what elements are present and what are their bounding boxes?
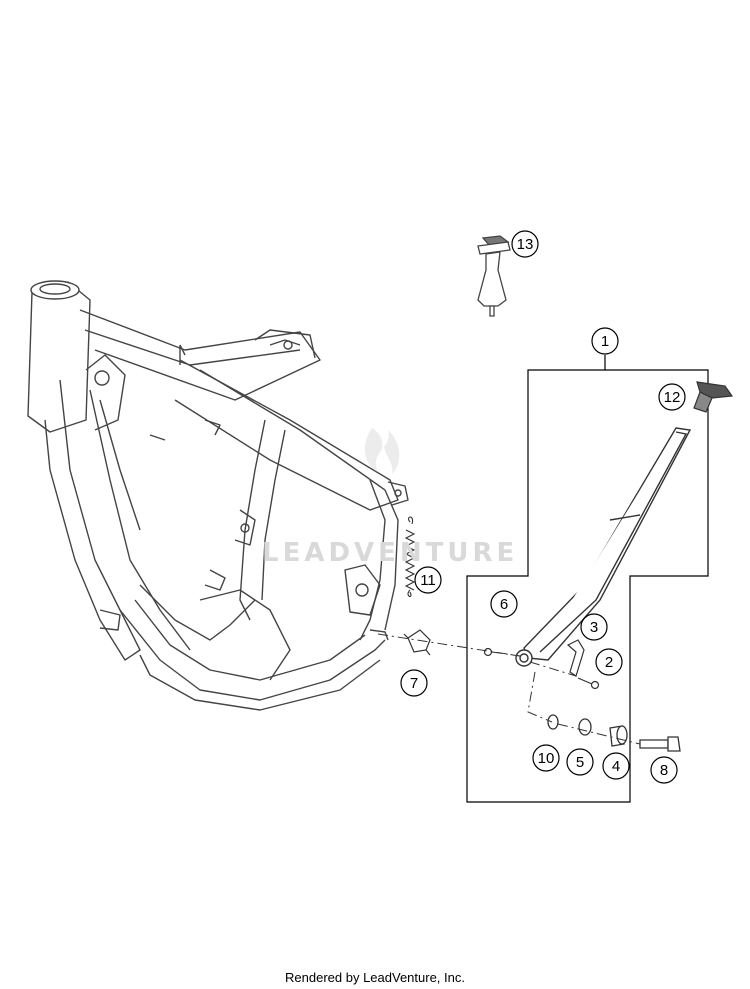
callout-6: 6 <box>490 590 518 618</box>
callout-12-label: 12 <box>664 389 681 406</box>
part-10-washer <box>547 714 559 730</box>
part-8-bolt <box>639 736 681 752</box>
part-6-screw <box>483 647 493 657</box>
callout-13-label: 13 <box>517 236 534 253</box>
callout-7: 7 <box>400 669 428 697</box>
callout-6-label: 6 <box>500 596 508 613</box>
callout-1: 1 <box>591 327 619 370</box>
motorcycle-frame <box>27 280 409 711</box>
callout-8: 8 <box>650 756 678 784</box>
callout-3-label: 3 <box>590 619 598 636</box>
part-3-bracket <box>566 639 585 677</box>
callout-10: 10 <box>532 744 560 772</box>
callout-3: 3 <box>580 613 608 641</box>
part-12-foot-pad <box>693 381 734 413</box>
side-stand-leg <box>515 427 692 667</box>
footer-credit: Rendered by LeadVenture, Inc. <box>285 970 465 985</box>
watermark-flame-icon <box>364 428 400 474</box>
part-2-bolt <box>577 677 600 690</box>
part-1-group-box <box>466 369 709 803</box>
part-13-tool <box>477 235 511 317</box>
callout-5-label: 5 <box>576 754 584 771</box>
callout-13: 13 <box>511 230 539 258</box>
part-4-bushing <box>609 725 628 747</box>
callout-1-label: 1 <box>601 333 609 350</box>
callout-4-label: 4 <box>612 758 620 775</box>
callout-10-label: 10 <box>538 750 555 767</box>
callout-12: 12 <box>658 383 686 411</box>
callout-4: 4 <box>602 752 630 780</box>
part-5-washer <box>578 718 592 736</box>
callout-2: 2 <box>595 648 623 676</box>
watermark-text: LEADVENTURE <box>262 538 519 568</box>
callout-7-label: 7 <box>410 675 418 692</box>
callout-11: 11 <box>414 566 442 594</box>
part-7-clamp <box>403 629 431 656</box>
assembly-lines <box>377 633 641 745</box>
callout-2-label: 2 <box>605 654 613 671</box>
part-11-spring <box>404 516 416 598</box>
callout-8-label: 8 <box>660 762 668 779</box>
callout-11-label: 11 <box>420 572 436 589</box>
callout-5: 5 <box>566 748 594 776</box>
